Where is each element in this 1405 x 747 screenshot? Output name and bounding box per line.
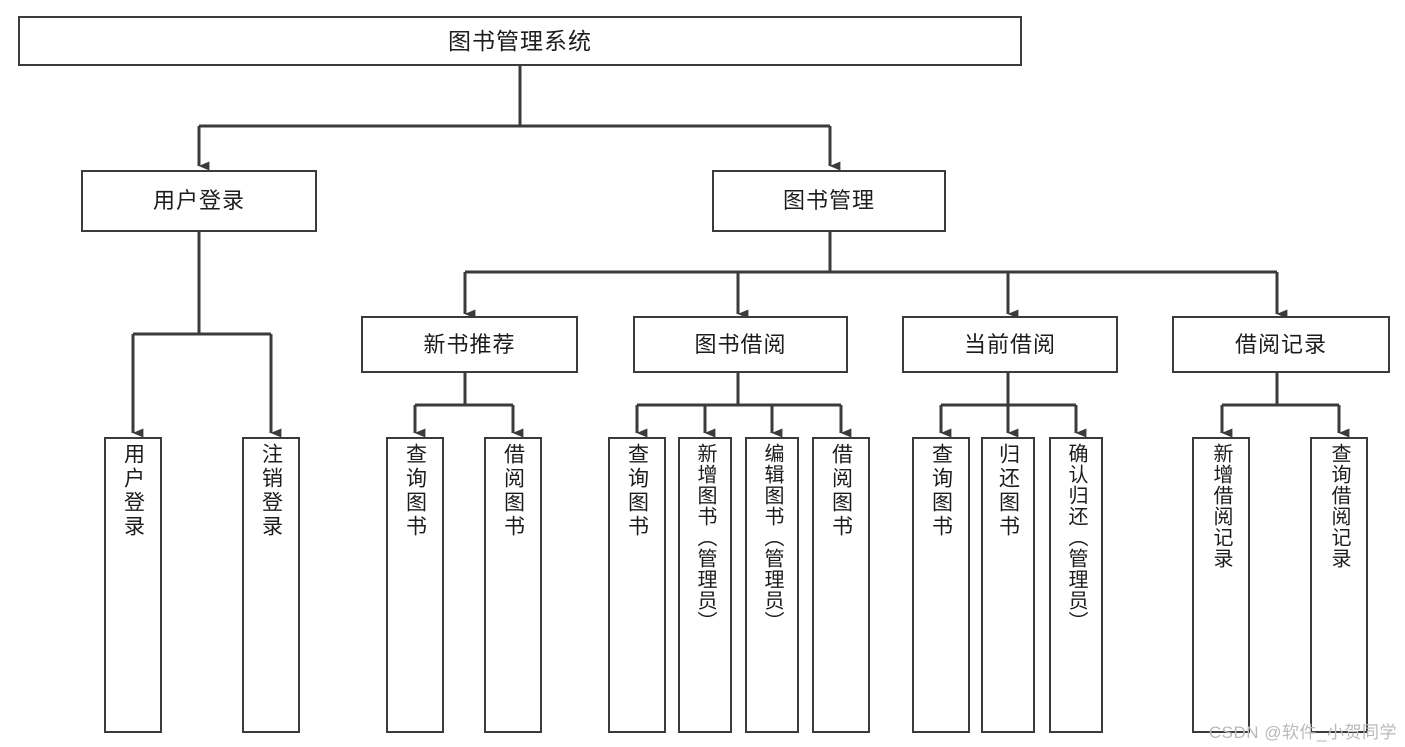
node-borrowing-records[interactable]: 借阅记录 xyxy=(1172,316,1390,373)
node-label: 图书借阅 xyxy=(694,331,787,357)
node-label: 借阅记录 xyxy=(1234,331,1327,357)
node-label: 当前借阅 xyxy=(963,331,1056,357)
leaf-logout[interactable]: 注销登录 xyxy=(242,437,300,733)
node-label: 图书管理 xyxy=(782,188,875,214)
leaf-query-book-recommend[interactable]: 查询图书 xyxy=(386,437,444,733)
node-label: 新书推荐 xyxy=(423,331,516,357)
node-book-borrowing[interactable]: 图书借阅 xyxy=(633,316,848,373)
node-label: 查询借阅记录 xyxy=(1328,443,1350,569)
leaf-edit-book-admin[interactable]: 编辑图书（管理员） xyxy=(745,437,799,733)
node-label: 借阅图书 xyxy=(501,443,525,539)
node-label: 编辑图书（管理员） xyxy=(761,443,783,632)
node-label: 查询图书 xyxy=(929,443,953,539)
node-label: 注销登录 xyxy=(259,443,283,539)
node-book-management[interactable]: 图书管理 xyxy=(712,170,946,232)
node-label: 用户登录 xyxy=(121,443,145,539)
leaf-return-book[interactable]: 归还图书 xyxy=(981,437,1035,733)
node-new-book-recommendation[interactable]: 新书推荐 xyxy=(361,316,578,373)
leaf-borrow-book-recommend[interactable]: 借阅图书 xyxy=(484,437,542,733)
node-current-borrowing[interactable]: 当前借阅 xyxy=(902,316,1118,373)
node-label: 新增图书（管理员） xyxy=(694,443,716,632)
csdn-watermark: CSDN @软件_小贺同学 xyxy=(1208,723,1397,742)
leaf-confirm-return-admin[interactable]: 确认归还（管理员） xyxy=(1049,437,1103,733)
leaf-add-book-admin[interactable]: 新增图书（管理员） xyxy=(678,437,732,733)
node-user-login[interactable]: 用户登录 xyxy=(81,170,317,232)
node-label: 确认归还（管理员） xyxy=(1065,443,1087,632)
leaf-query-book-current[interactable]: 查询图书 xyxy=(912,437,970,733)
node-label: 查询图书 xyxy=(403,443,427,539)
leaf-query-book-borrow[interactable]: 查询图书 xyxy=(608,437,666,733)
node-label: 用户登录 xyxy=(152,188,245,214)
node-label: 新增借阅记录 xyxy=(1210,443,1232,569)
node-label: 图书管理系统 xyxy=(448,27,592,54)
node-book-management-system[interactable]: 图书管理系统 xyxy=(18,16,1022,66)
leaf-user-login[interactable]: 用户登录 xyxy=(104,437,162,733)
node-label: 归还图书 xyxy=(996,443,1020,539)
node-label: 借阅图书 xyxy=(829,443,853,539)
leaf-add-borrow-record[interactable]: 新增借阅记录 xyxy=(1192,437,1250,733)
leaf-query-borrow-record[interactable]: 查询借阅记录 xyxy=(1310,437,1368,733)
node-label: 查询图书 xyxy=(625,443,649,539)
leaf-lend-book[interactable]: 借阅图书 xyxy=(812,437,870,733)
